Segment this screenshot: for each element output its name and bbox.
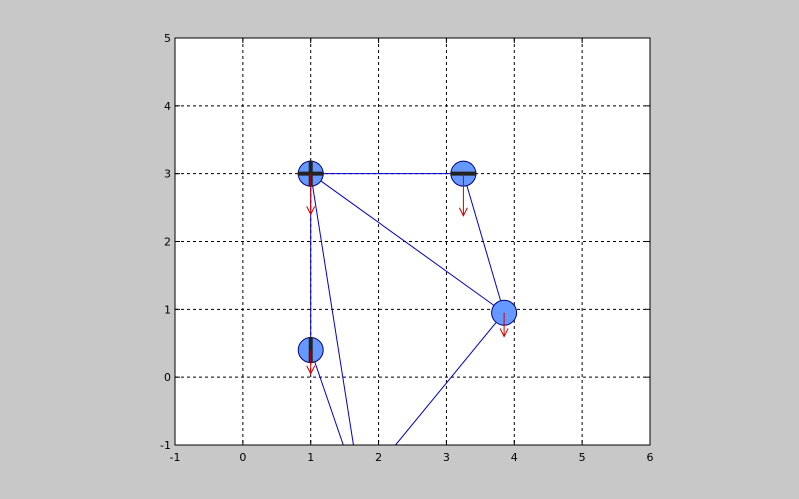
axes: -1 0 1 2 3 4 5 6 -1 0 1 2 3 4 5	[160, 32, 653, 464]
x-tick-labels: -1 0 1 2 3 4 5 6	[170, 451, 654, 464]
load-arrow	[458, 173, 468, 217]
y-tick-label: 3	[164, 168, 171, 181]
arrows	[306, 173, 509, 375]
x-tick-label: 5	[579, 451, 586, 464]
x-tick-label: -1	[170, 451, 181, 464]
y-tick-label: 4	[164, 100, 171, 113]
x-tick-label: 0	[239, 451, 246, 464]
y-tick-labels: -1 0 1 2 3 4 5	[160, 32, 171, 452]
y-tick-label: 2	[164, 236, 171, 249]
load-arrow	[306, 173, 316, 216]
load-arrow	[499, 312, 509, 338]
ticks	[174, 37, 651, 446]
x-tick-label: 2	[375, 451, 382, 464]
y-tick-label: 5	[164, 32, 171, 45]
load-arrow-head	[306, 206, 316, 216]
load-arrow	[306, 350, 316, 375]
y-tick-label: 0	[164, 371, 171, 384]
x-tick-label: 6	[647, 451, 654, 464]
x-tick-label: 1	[307, 451, 314, 464]
edge-line	[310, 173, 354, 445]
load-arrow-head	[458, 207, 468, 217]
grid	[175, 38, 650, 445]
x-tick-label: 4	[511, 451, 518, 464]
edge-line	[310, 173, 505, 314]
y-tick-label: -1	[160, 439, 171, 452]
edge-line	[462, 173, 505, 313]
edge-line	[395, 312, 505, 445]
x-tick-label: 3	[443, 451, 450, 464]
load-arrow-head	[499, 328, 509, 338]
edge-line	[310, 349, 344, 445]
y-tick-label: 1	[164, 303, 171, 316]
load-arrow-head	[306, 365, 316, 375]
